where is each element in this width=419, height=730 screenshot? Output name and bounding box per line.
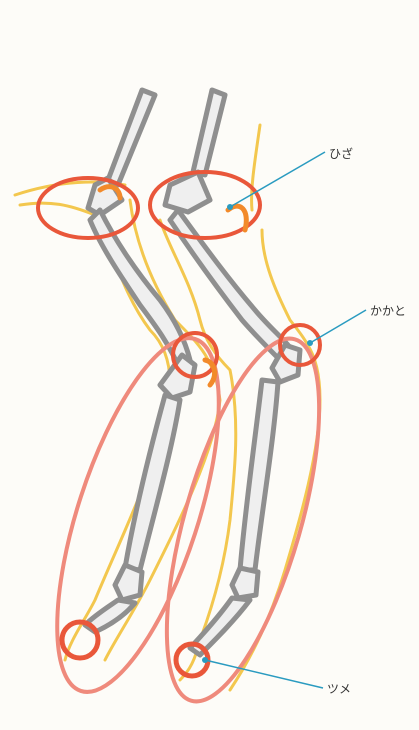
claw-leader-line — [205, 660, 323, 688]
claw-label: ツメ — [327, 683, 351, 695]
left-femur — [108, 90, 155, 185]
left-metatarsal — [125, 395, 180, 570]
heel-label: かかと — [370, 305, 406, 317]
right-femur — [193, 90, 225, 175]
left-toe-joint — [115, 565, 142, 600]
knee-leader-line — [230, 152, 325, 207]
heel-leader-line — [310, 310, 366, 343]
right-metatarsal — [240, 380, 278, 570]
knee-label: ひざ — [329, 148, 353, 160]
left-leg-bones — [85, 90, 195, 632]
right-toe-joint — [232, 568, 258, 598]
joint-highlight-marks — [24, 172, 351, 717]
